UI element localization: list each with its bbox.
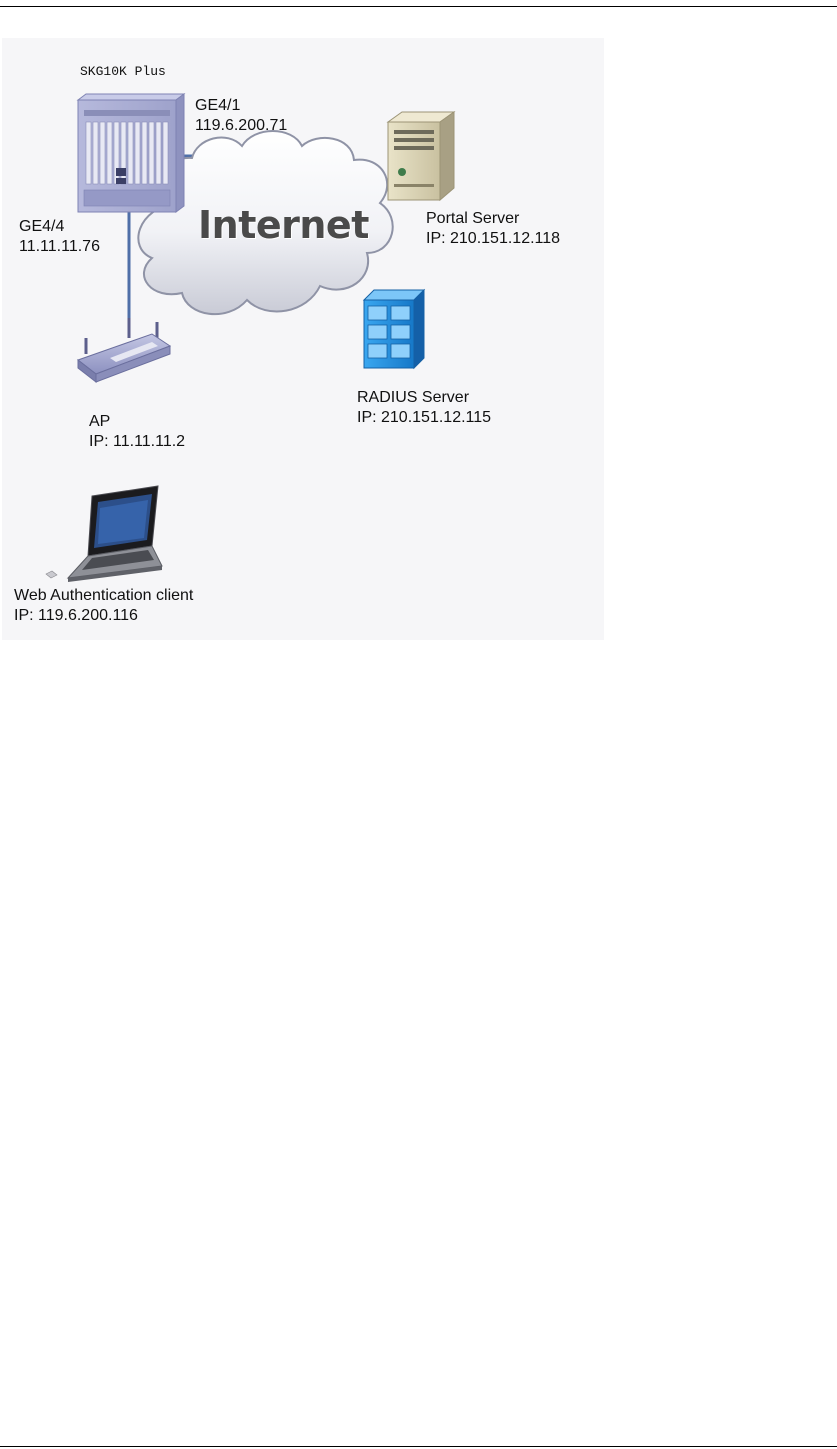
diagram-canvas xyxy=(2,38,604,640)
client-ip: IP: 119.6.200.116 xyxy=(14,606,138,626)
ap-name: AP xyxy=(89,412,110,432)
chassis-device-icon xyxy=(78,94,184,212)
internet-cloud-label: Internet xyxy=(198,203,369,247)
portal-server-icon xyxy=(388,112,454,200)
portal-server-ip: IP: 210.151.12.118 xyxy=(426,229,560,249)
footer-rule xyxy=(0,1446,837,1447)
radius-server-ip: IP: 210.151.12.115 xyxy=(357,408,491,428)
downlink-ip-label: 11.11.11.76 xyxy=(19,237,100,257)
access-point-icon xyxy=(78,318,170,382)
portal-server-name: Portal Server xyxy=(426,209,519,229)
client-name: Web Authentication client xyxy=(14,586,193,606)
uplink-port-label: GE4/1 xyxy=(195,96,240,116)
laptop-client-icon xyxy=(46,486,162,582)
ap-ip: IP: 11.11.11.2 xyxy=(89,432,185,452)
uplink-ip-label: 119.6.200.71 xyxy=(195,116,287,136)
device-name-label: SKG10K Plus xyxy=(80,64,166,80)
radius-server-icon xyxy=(364,290,424,368)
radius-server-name: RADIUS Server xyxy=(357,388,469,408)
header-rule xyxy=(0,6,837,7)
downlink-port-label: GE4/4 xyxy=(19,217,64,237)
network-diagram: SKG10K Plus GE4/1 119.6.200.71 GE4/4 11.… xyxy=(2,38,604,640)
